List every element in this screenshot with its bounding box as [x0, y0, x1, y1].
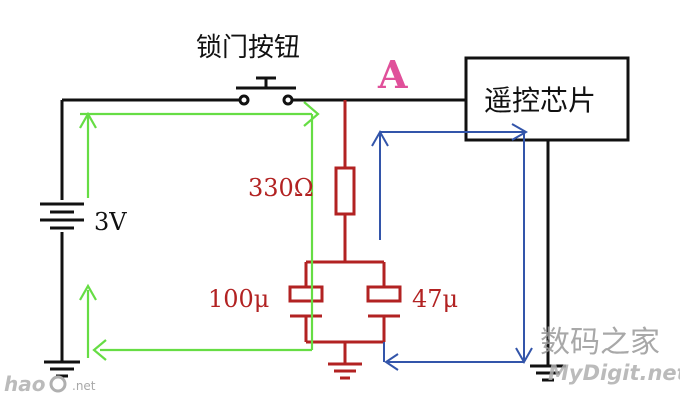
lock-push-button	[236, 76, 296, 106]
cap-left-upper-plate	[288, 285, 324, 303]
button-contact-right	[282, 94, 294, 106]
cap-left-label: 100μ	[208, 285, 269, 313]
watermark-right-cn: 数码之家	[540, 325, 660, 360]
blue-arrow-right	[511, 123, 529, 141]
battery-symbol	[40, 202, 84, 230]
green-arrow-up-2	[79, 283, 97, 301]
button-contact-left	[238, 94, 250, 106]
watermark-left-text: hao	[4, 372, 46, 396]
watermark-right: 数码之家 MyDigit.net	[540, 325, 680, 385]
green-arrow-right	[303, 101, 320, 127]
resistor-symbol	[334, 166, 356, 216]
cap-right-label: 47μ	[412, 285, 458, 313]
battery-voltage-label: 3V	[94, 208, 127, 236]
blue-arrow-up	[371, 129, 389, 147]
green-current-path	[79, 101, 320, 361]
node-a-label: A	[377, 52, 408, 97]
main-wires	[60, 98, 550, 366]
green-arrow-up-1	[79, 111, 97, 129]
watermark-left: hao .net	[4, 372, 96, 396]
remote-chip-box	[464, 56, 630, 142]
watermark-left-logo	[49, 375, 67, 393]
ground-right	[530, 364, 566, 382]
green-arrow-left	[92, 339, 107, 361]
resistor-label: 330Ω	[248, 174, 314, 202]
blue-current-path	[371, 123, 533, 371]
lock-button-label: 锁门按钮	[196, 33, 300, 63]
cap-right-upper-plate	[366, 285, 402, 303]
ground-left	[44, 360, 80, 378]
blue-arrow-left	[384, 353, 399, 371]
remote-chip-label: 遥控芯片	[484, 84, 596, 117]
blue-arrow-down	[515, 347, 533, 365]
ground-middle	[328, 362, 362, 380]
rc-branch	[288, 100, 402, 364]
watermark-right-en: MyDigit.net	[548, 361, 680, 385]
watermark-left-suffix: .net	[72, 379, 96, 393]
